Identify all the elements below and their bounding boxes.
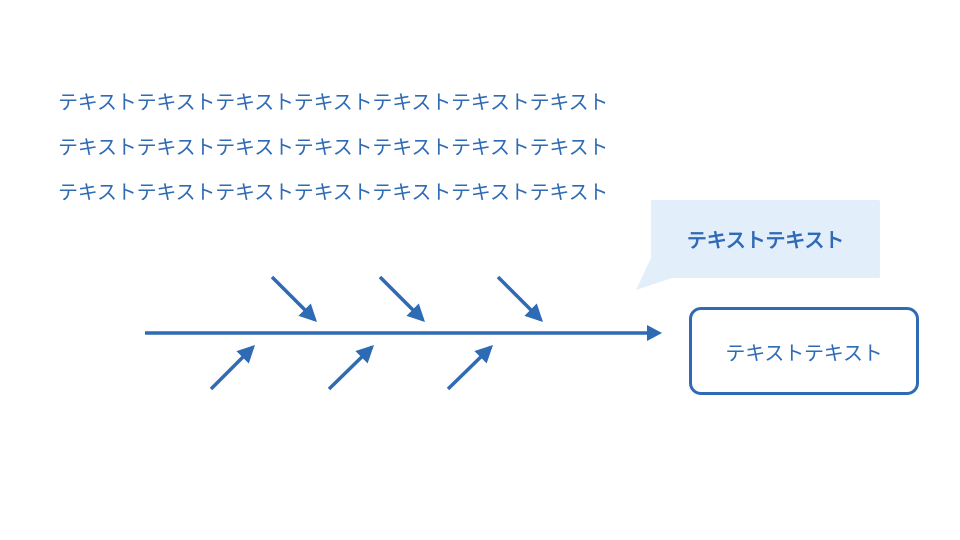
bone-upper-2 xyxy=(378,275,425,322)
bone-lower-2 xyxy=(327,345,375,391)
body-text-line-3: テキストテキストテキストテキストテキストテキストテキスト xyxy=(58,180,609,204)
result-box-label: テキストテキスト xyxy=(725,340,883,365)
bone-lower-3 xyxy=(446,345,494,391)
spine-arrowhead xyxy=(647,325,662,341)
bone-upper-1 xyxy=(270,275,317,322)
callout-label: テキストテキスト xyxy=(686,227,845,252)
result-box: テキストテキスト xyxy=(689,307,919,395)
body-text-line-2: テキストテキストテキストテキストテキストテキストテキスト xyxy=(58,135,609,159)
bone-lower-1 xyxy=(209,345,255,391)
body-text-block: テキストテキストテキストテキストテキストテキストテキスト テキストテキストテキス… xyxy=(58,80,608,215)
body-text-line-1: テキストテキストテキストテキストテキストテキストテキスト xyxy=(58,90,609,114)
bone-upper-3 xyxy=(496,275,543,322)
callout-bubble: テキストテキスト xyxy=(651,200,880,278)
